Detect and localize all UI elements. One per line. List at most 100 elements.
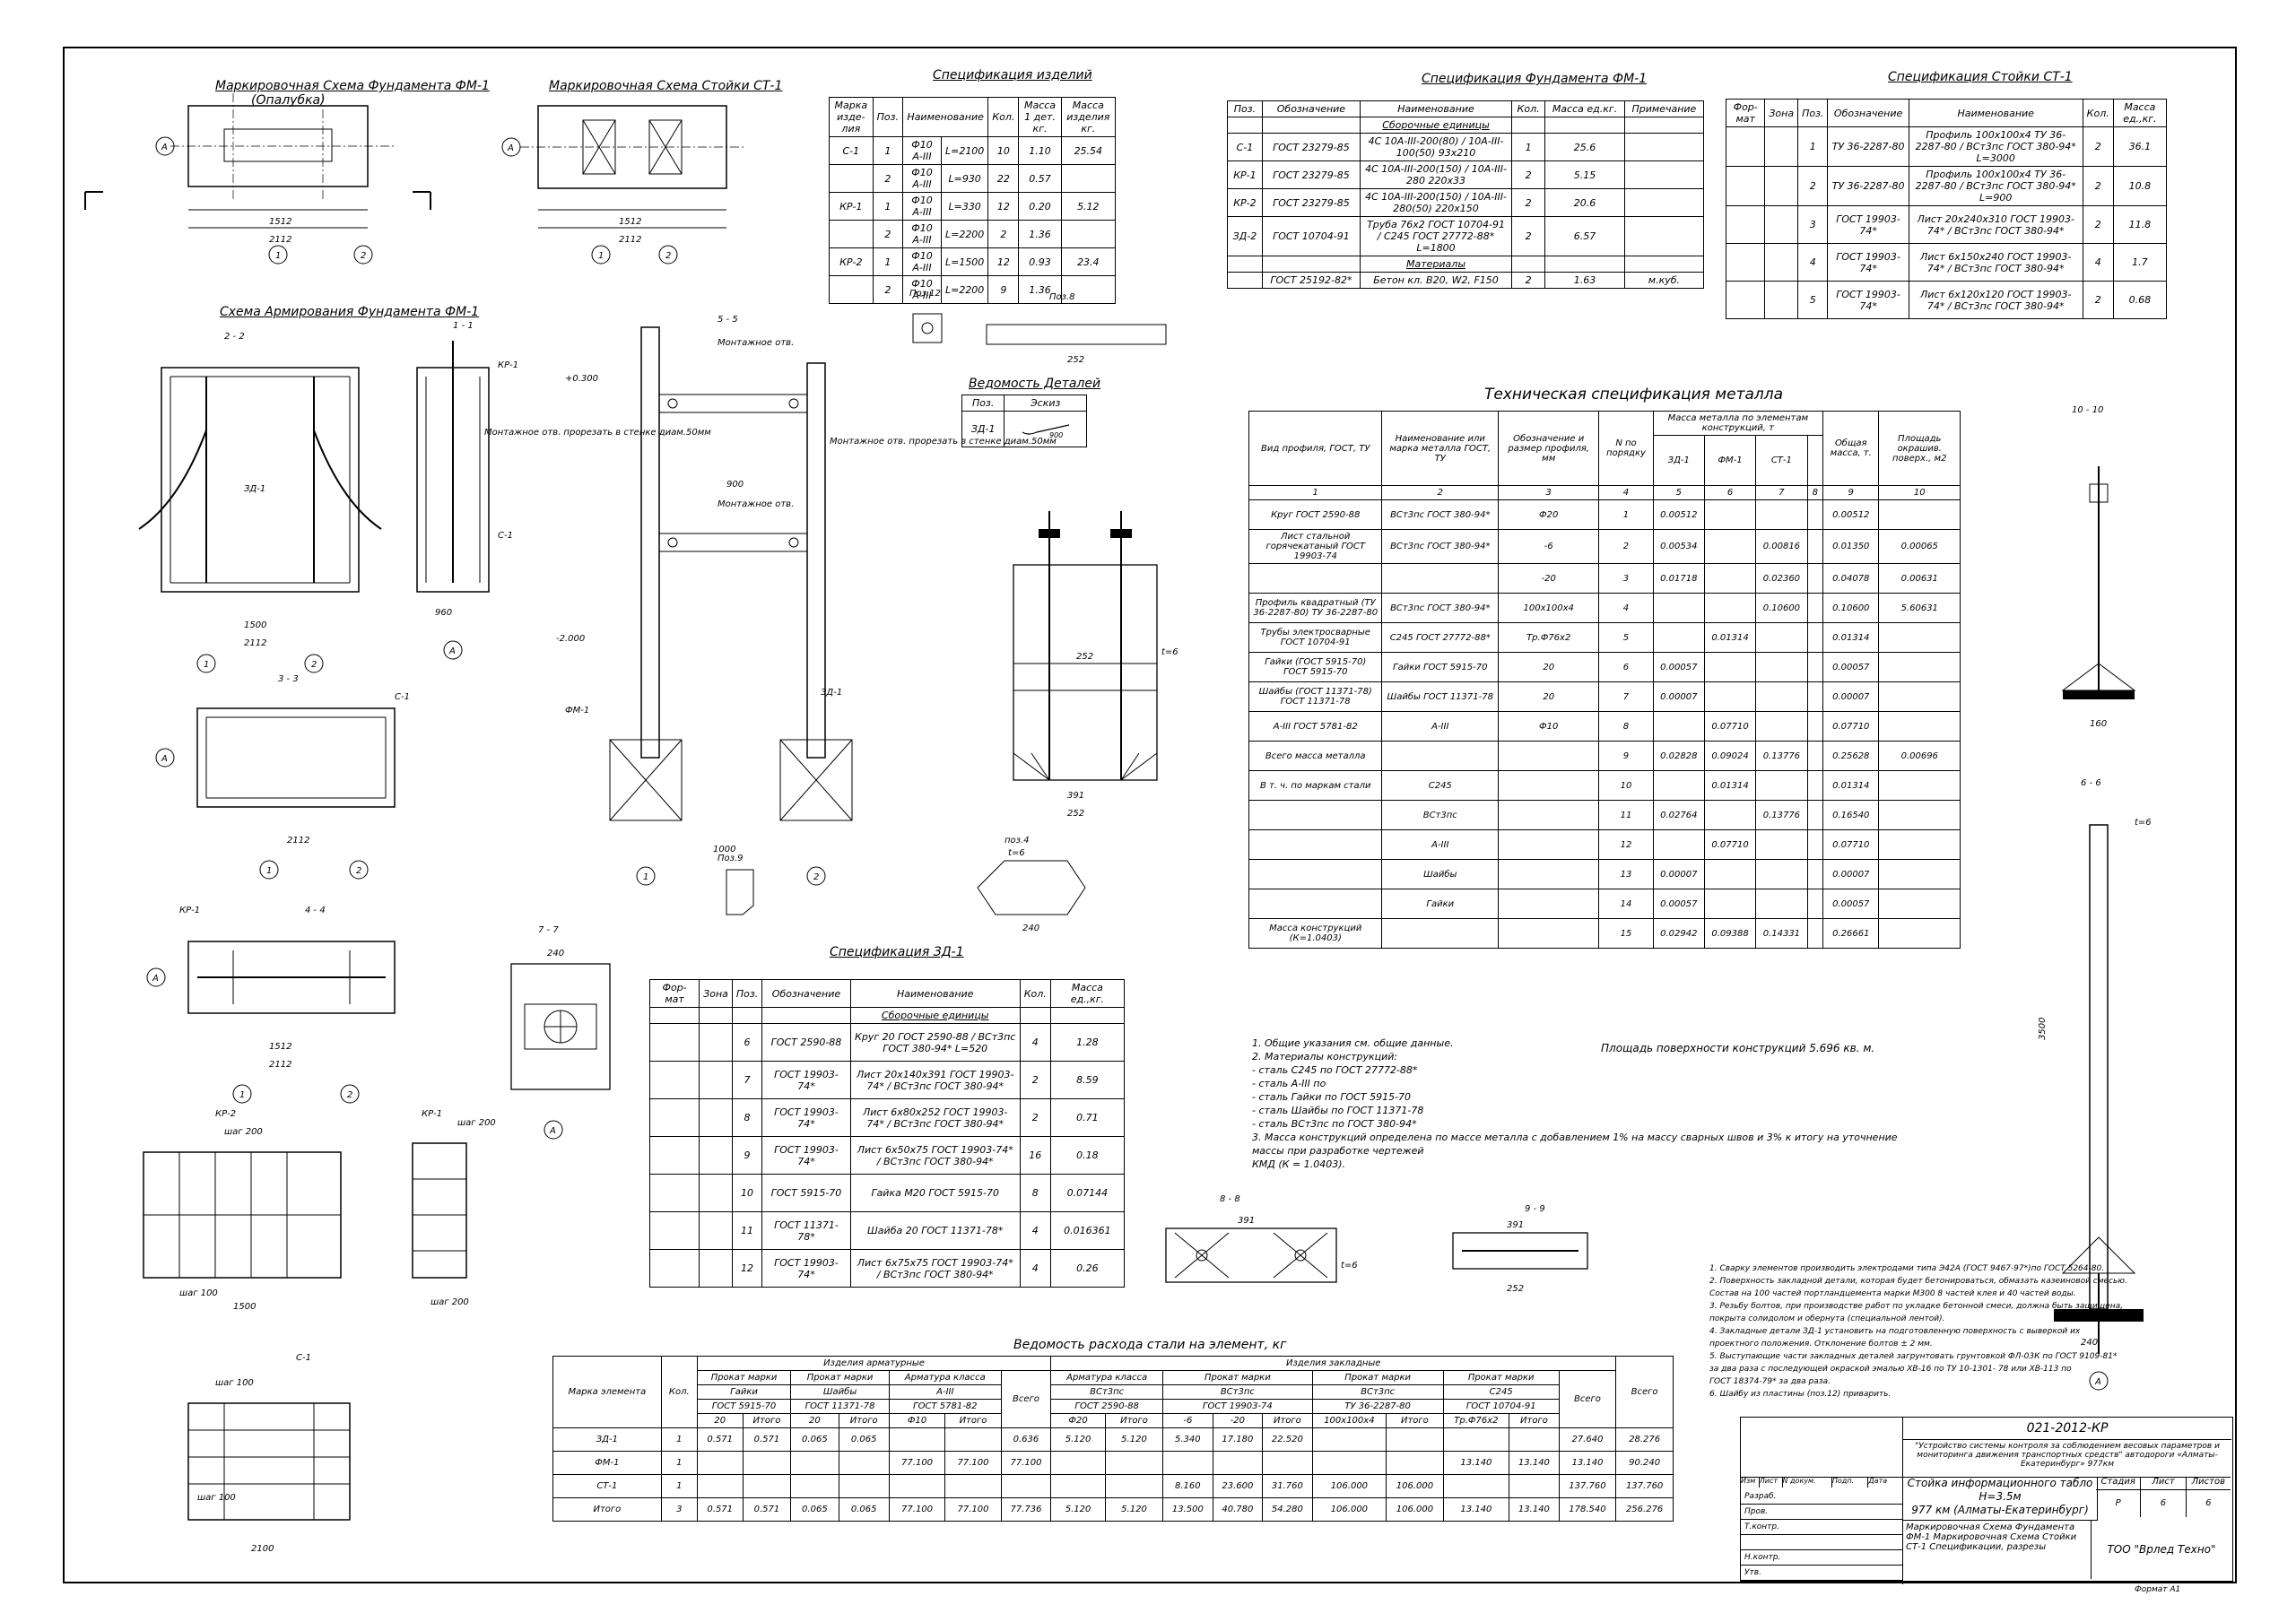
col-header: Вид профиля, ГОСТ, ТУ <box>1248 411 1383 486</box>
table-cell: 6 <box>731 1023 763 1062</box>
table-cell: Всего масса металла <box>1248 741 1383 771</box>
table-cell: Ф10 А-III <box>902 247 942 276</box>
table-cell: 1 <box>1797 126 1829 167</box>
note-line: 5. Выступающие части закладных деталей з… <box>1709 1352 2118 1361</box>
table-cell: 0.00007 <box>1652 681 1705 712</box>
table-cell <box>829 275 874 304</box>
table-cell: Ф10 А-III <box>902 164 942 193</box>
table-cell: 1.36 <box>1018 220 1062 248</box>
table-cell: 0.10600 <box>1822 593 1880 623</box>
col-sub-header: Итого <box>742 1413 792 1428</box>
table-cell <box>1878 889 1961 919</box>
table-cell: ГОСТ 2590-88 <box>761 1023 851 1062</box>
table-cell: 0.00007 <box>1652 859 1705 889</box>
detail-title: Поз.8 <box>1049 292 1075 302</box>
table-cell: КР-1 <box>829 192 874 221</box>
thickness-label: t=6 <box>1161 647 1178 657</box>
steel-consumption-table: Марка элемента Кол. Изделия арматурные И… <box>552 1356 1674 1522</box>
table-cell: 4С 10А-III-200(150) / 10А-III-280(50) 22… <box>1360 188 1513 217</box>
dim-label: 2112 <box>244 638 266 648</box>
area-note: Площадь поверхности конструкций 5.696 кв… <box>1601 1042 1875 1054</box>
table-cell: 9 <box>731 1136 763 1175</box>
level-mark: -2.000 <box>556 634 585 644</box>
table-cell <box>648 1098 700 1137</box>
table-cell <box>829 164 874 193</box>
table-cell: 2 <box>872 275 904 304</box>
table-cell: Лист 6х120х120 ГОСТ 19903-74* / ВСт3пс Г… <box>1908 281 2083 319</box>
table-cell: ГОСТ 23279-85 <box>1261 133 1361 161</box>
col-sub-header: Итого <box>1509 1413 1560 1428</box>
table-cell: 2 <box>1511 160 1546 189</box>
table-cell <box>1386 1427 1444 1452</box>
table-cell: КР-2 <box>829 247 874 276</box>
table-cell: 2 <box>1598 529 1654 564</box>
table-cell: ФМ-1 <box>552 1451 662 1475</box>
table-cell: 106.000 <box>1311 1474 1387 1498</box>
dim-label: 1512 <box>619 217 641 227</box>
table-cell: Шайба 20 ГОСТ 11371-78* <box>849 1211 1021 1250</box>
table-cell: 5 <box>1598 622 1654 653</box>
table-cell <box>1060 220 1117 248</box>
table-cell: 5 <box>1797 281 1829 319</box>
table-cell: 13.140 <box>1442 1497 1510 1522</box>
section-title: 2 - 2 <box>224 332 245 342</box>
table-cell <box>1755 681 1808 712</box>
col-header: Наименование или марка металла ГОСТ, ТУ <box>1381 411 1500 486</box>
table-cell: 2 <box>1511 188 1546 217</box>
table-cell <box>1806 918 1824 949</box>
col-header: Кол. <box>1019 979 1051 1008</box>
fm1-marking-title: Маркировочная Схема Фундамента ФМ-1 <box>215 79 490 93</box>
table-cell: Шайбы (ГОСТ 11371-78) ГОСТ 11371-78 <box>1248 681 1383 712</box>
col-sub-header: Гайки <box>696 1384 792 1400</box>
table-cell <box>1212 1451 1264 1475</box>
step-label: шаг 200 <box>457 1118 496 1128</box>
table-cell: 1 <box>872 247 904 276</box>
table-cell: ВСт3пс ГОСТ 380-94* <box>1381 499 1500 530</box>
table-cell: 13.140 <box>1509 1451 1560 1475</box>
dim-label: 1512 <box>269 1042 291 1052</box>
table-cell: С245 ГОСТ 27772-88* <box>1381 622 1500 653</box>
table-cell: ГОСТ 19903-74* <box>761 1136 851 1175</box>
table-cell <box>1806 622 1824 653</box>
col-header: Поз. <box>1797 99 1829 127</box>
col-sub-header: ГОСТ 11371-78 <box>790 1399 890 1414</box>
col-header: Поз. <box>872 97 904 137</box>
table-cell <box>790 1474 839 1498</box>
table-cell: 178.540 <box>1558 1497 1617 1522</box>
table-cell: 0.00534 <box>1652 529 1705 564</box>
table-cell <box>1060 164 1117 193</box>
table-cell: Гайки <box>1381 889 1500 919</box>
table-cell: 77.100 <box>888 1451 946 1475</box>
table-cell: 10 <box>1598 770 1654 801</box>
table-cell: Гайки (ГОСТ 5915-70) ГОСТ 5915-70 <box>1248 652 1383 682</box>
table-cell: Ф10 А-III <box>902 136 942 165</box>
tech-spec-table: Вид профиля, ГОСТ, ТУ Наименование или м… <box>1248 411 1961 949</box>
table-cell <box>648 1061 700 1099</box>
table-cell <box>1764 126 1799 167</box>
table-cell: А-III <box>1381 711 1500 742</box>
table-cell <box>1806 593 1824 623</box>
table-cell <box>1755 499 1808 530</box>
section-title: 9 - 9 <box>1525 1204 1545 1214</box>
table-cell: 12 <box>987 247 1020 276</box>
col-header: Зона <box>1764 99 1799 127</box>
table-cell: 5.120 <box>1104 1427 1164 1452</box>
col-header: Примечание <box>1623 100 1705 117</box>
table-cell: Гайки ГОСТ 5915-70 <box>1381 652 1500 682</box>
rev-col: Изм <box>1741 1477 1760 1488</box>
table-cell: 77.100 <box>888 1497 946 1522</box>
table-cell: 0.09388 <box>1703 918 1757 949</box>
table-cell <box>1806 711 1824 742</box>
table-cell: 2 <box>872 220 904 248</box>
table-cell <box>1248 829 1383 860</box>
table-cell <box>1878 918 1961 949</box>
table-cell: 1.10 <box>1018 136 1062 165</box>
fm1-section-2-2-drawing: 2 - 2 ЗД-1 1500 2112 1 2 <box>138 332 382 673</box>
table-cell: Круг 20 ГОСТ 2590-88 / ВСт3пс ГОСТ 380-9… <box>849 1023 1021 1062</box>
rev-col: Дата <box>1868 1477 1888 1485</box>
object-line: 977 км (Алматы-Екатеринбург) <box>1911 1504 2089 1516</box>
table-cell: Масса конструкций (К=1.0403) <box>1248 918 1383 949</box>
